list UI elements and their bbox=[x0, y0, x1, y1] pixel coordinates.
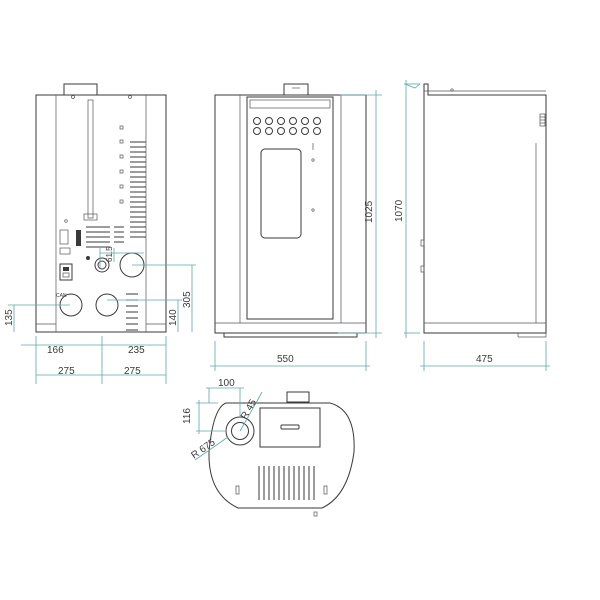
back-view: CAN bbox=[35, 83, 167, 333]
back-dimensions: 135 166 235 275 275 305 140 61.5 bbox=[4, 246, 196, 384]
back-lower-grill bbox=[126, 293, 138, 331]
dim-140: 140 bbox=[168, 309, 179, 326]
top-view bbox=[208, 391, 355, 517]
front-door bbox=[246, 96, 334, 320]
top-flue-inner bbox=[231, 422, 249, 440]
front-top-handle bbox=[283, 83, 309, 95]
dim-116: 116 bbox=[182, 408, 193, 424]
front-control-panel bbox=[249, 99, 331, 109]
dim-235: 235 bbox=[128, 345, 145, 356]
dim-275-right: 275 bbox=[124, 366, 141, 377]
dim-550: 550 bbox=[277, 354, 294, 365]
dim-275-left: 275 bbox=[58, 366, 75, 377]
back-center-grill bbox=[86, 226, 124, 248]
dim-1070: 1070 bbox=[394, 199, 405, 222]
top-lid-handle bbox=[280, 424, 300, 430]
side-dimensions: 1070 475 bbox=[394, 80, 550, 371]
dim-135: 135 bbox=[4, 309, 15, 326]
front-dimensions: 550 1025 bbox=[210, 90, 382, 371]
top-hopper-lid bbox=[259, 407, 321, 448]
front-body bbox=[214, 94, 367, 334]
back-top-handle bbox=[63, 83, 98, 95]
back-body bbox=[35, 94, 167, 333]
dim-r45: R 45 bbox=[239, 397, 259, 421]
back-small-outlet bbox=[86, 256, 90, 260]
top-body-outline bbox=[208, 402, 355, 509]
front-vent-rings bbox=[253, 117, 321, 135]
side-body bbox=[423, 83, 547, 334]
side-view bbox=[420, 83, 547, 338]
front-glass-window bbox=[260, 148, 302, 239]
back-control-box bbox=[59, 263, 73, 281]
dim-61-5: 61.5 bbox=[105, 246, 114, 262]
back-grill bbox=[130, 141, 146, 238]
front-view bbox=[214, 83, 367, 338]
dim-166: 166 bbox=[47, 345, 64, 356]
dim-305: 305 bbox=[182, 291, 193, 308]
top-dimensions: 100 116 R 45 R 675 bbox=[182, 378, 263, 462]
dim-r675: R 675 bbox=[189, 437, 218, 462]
top-handle bbox=[286, 391, 310, 403]
back-can-label: CAN bbox=[56, 293, 67, 299]
dim-1025: 1025 bbox=[364, 200, 375, 223]
back-flue-outlet bbox=[95, 293, 119, 317]
dim-100: 100 bbox=[218, 378, 235, 389]
back-vent-squares bbox=[119, 125, 124, 204]
dim-475: 475 bbox=[476, 354, 493, 365]
top-grill bbox=[258, 466, 315, 500]
back-air-inlet bbox=[94, 257, 110, 273]
